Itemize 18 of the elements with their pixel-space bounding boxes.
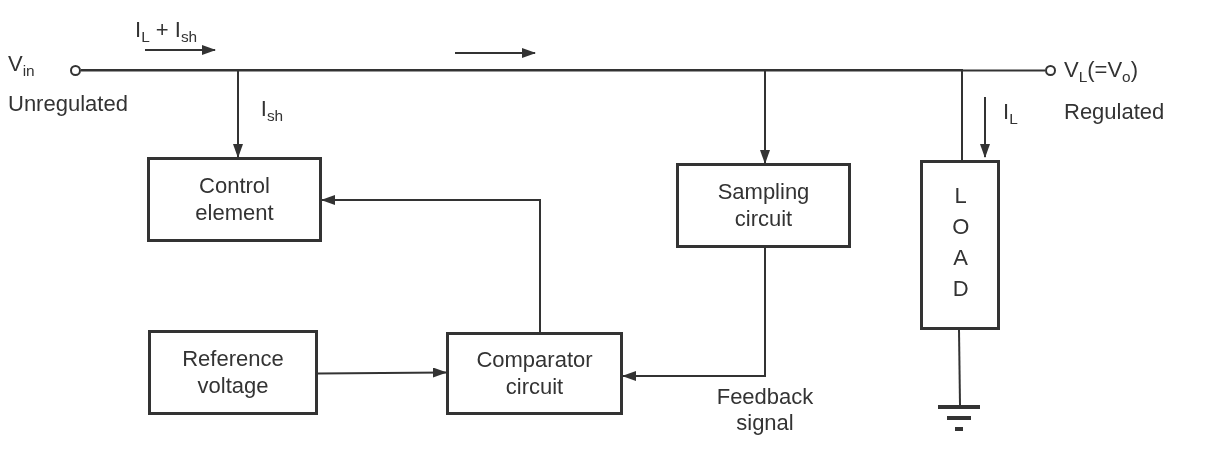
terminal-circle bbox=[70, 65, 81, 76]
block-box: Comparator circuit bbox=[446, 332, 623, 415]
block-box: Reference voltage bbox=[148, 330, 318, 415]
current-label: I$_{L}$ bbox=[1003, 100, 1018, 128]
arrow bbox=[622, 247, 766, 381]
connector-line bbox=[80, 69, 1046, 72]
connector-line bbox=[958, 329, 961, 406]
voltage-label: V$_{in}$ bbox=[8, 52, 35, 80]
block-box: Control element bbox=[147, 157, 322, 242]
current-label: I$_{L}$ + I$_{sh}$ bbox=[135, 18, 198, 46]
voltage-label: V$_{L}$(=V$_{o}$) bbox=[1064, 58, 1138, 86]
terminal-label: Regulated bbox=[1064, 100, 1165, 125]
arrow bbox=[317, 367, 447, 378]
terminal-label: Unregulated bbox=[8, 92, 128, 117]
block-box: Sampling circuit bbox=[676, 163, 851, 248]
load-box: LOAD bbox=[920, 160, 1000, 330]
arrow bbox=[321, 195, 541, 333]
terminal-circle bbox=[1045, 65, 1056, 76]
